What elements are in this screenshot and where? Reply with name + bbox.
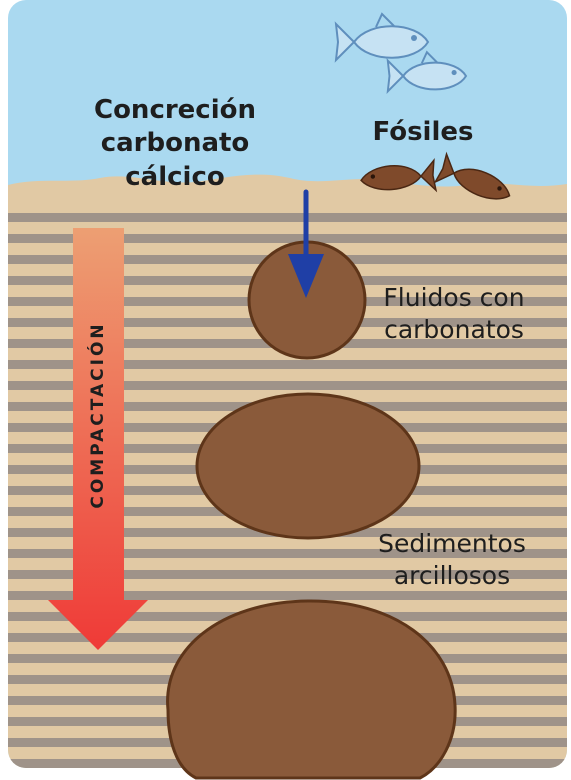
- sediment-stripe: [8, 213, 567, 222]
- concretion-medium: [195, 392, 421, 540]
- fish-icon: [334, 12, 430, 63]
- fish-icon: [386, 50, 468, 94]
- label-fossils: Fósiles: [372, 117, 474, 147]
- sediment-stripe: [8, 591, 567, 600]
- fossil-fish-icon: [360, 157, 438, 193]
- compaction-arrow: [48, 228, 148, 650]
- fluid-arrow: [288, 189, 324, 298]
- concretion-large: [166, 599, 457, 780]
- sediment-stripe: [8, 234, 567, 243]
- label-compaction-text: COMPACTACIÓN: [88, 321, 108, 509]
- sediment-stripe: [8, 549, 567, 558]
- sediment-stripe: [8, 360, 567, 369]
- sediment-stripe: [8, 570, 567, 579]
- fossil-fish-icon: [433, 151, 511, 200]
- sediment-stripe: [8, 381, 567, 390]
